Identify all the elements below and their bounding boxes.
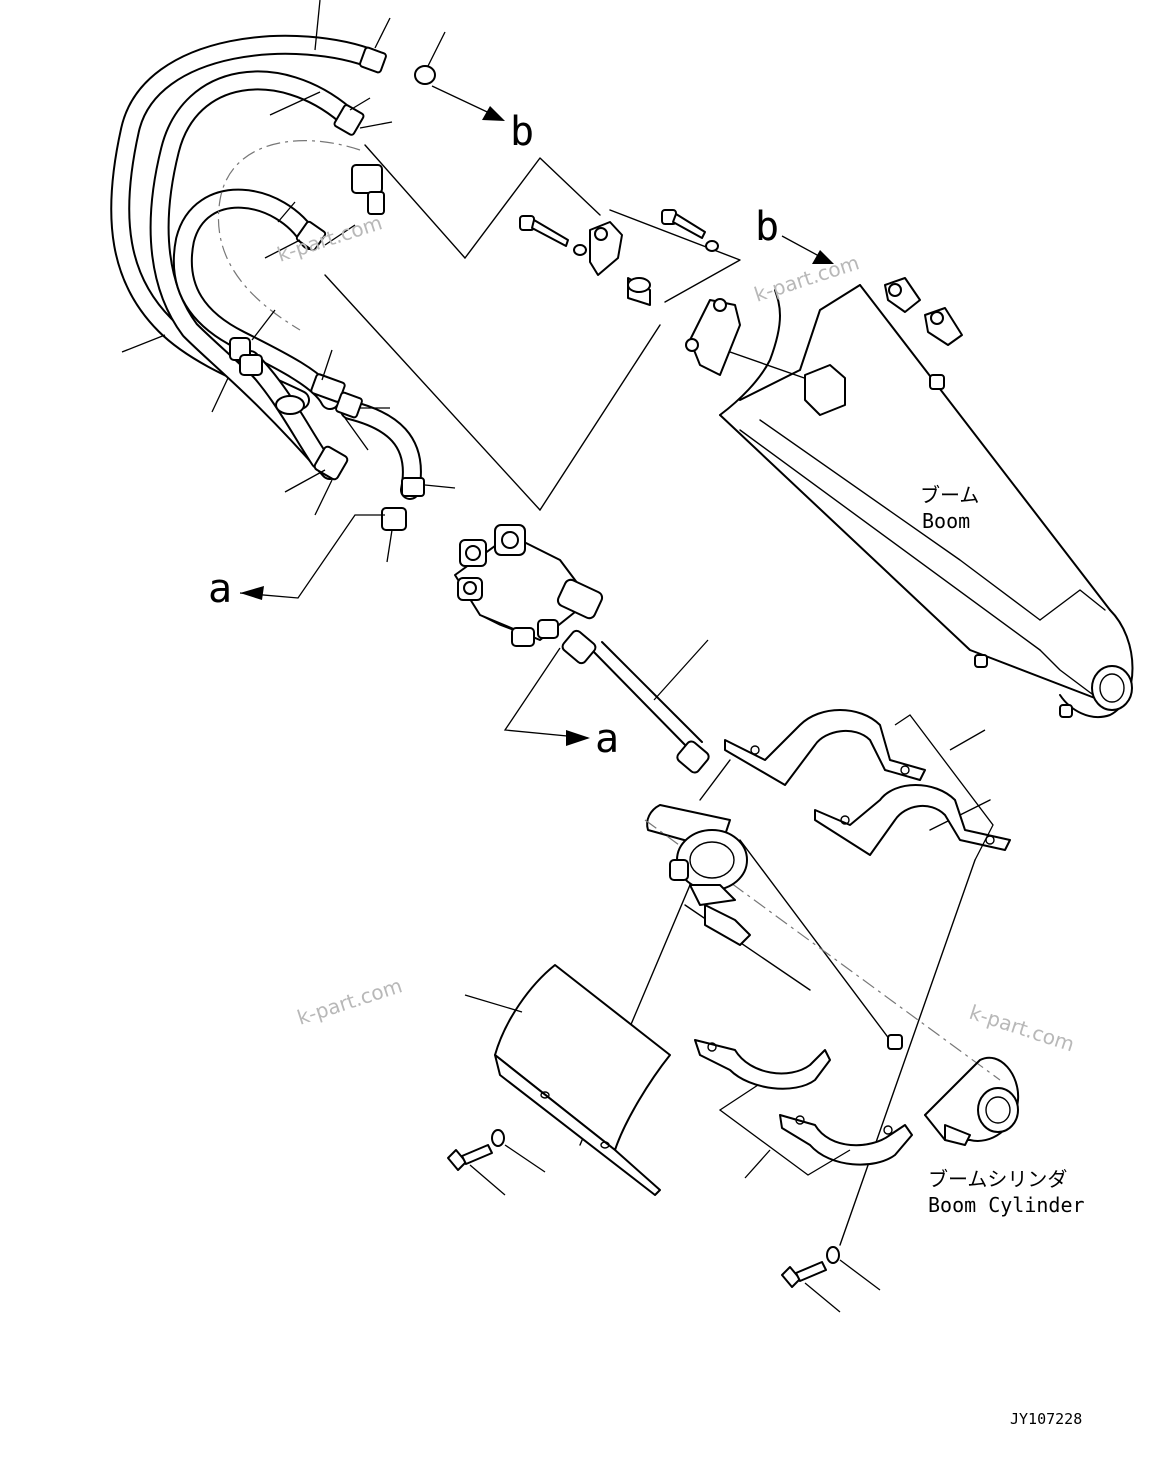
watermark-4: k-part.com (966, 1000, 1077, 1056)
boom-cylinder: ブームシリンダ Boom Cylinder (644, 804, 1085, 1217)
tube-to-cylinder (561, 629, 710, 774)
boom: ブーム Boom (719, 277, 1134, 718)
hose-bundle (110, 34, 436, 531)
boom-cylinder-label-jp: ブームシリンダ (928, 1167, 1067, 1191)
reference-a-top: a (208, 514, 385, 612)
ref-label-a-bottom: a (595, 716, 619, 762)
clamp-bands-lower (694, 1039, 913, 1179)
relation-lines (324, 144, 991, 1246)
leader-lines-hoses (121, 0, 456, 563)
drawing-id: JY107228 (1010, 1410, 1082, 1428)
boom-cylinder-label-en: Boom Cylinder (928, 1193, 1085, 1217)
ref-label-a-top: a (208, 566, 232, 612)
bolt-left (447, 1129, 546, 1196)
reference-b-top: b (431, 85, 534, 155)
watermark-3: k-part.com (294, 973, 405, 1029)
boom-label-jp: ブーム (920, 483, 979, 507)
watermark-2: k-part.com (751, 250, 862, 306)
reference-a-bottom: a (503, 647, 619, 762)
valve-block (454, 524, 604, 647)
boom-label-en: Boom (922, 509, 970, 533)
clamp-bands-upper (724, 709, 1011, 861)
ref-label-b-top: b (510, 109, 534, 155)
bolt-right (781, 1246, 881, 1313)
ref-label-b-right: b (755, 204, 779, 250)
cover-plate (464, 964, 671, 1196)
reference-b-right: b (755, 204, 834, 264)
clamp-parts-upper (519, 209, 846, 416)
